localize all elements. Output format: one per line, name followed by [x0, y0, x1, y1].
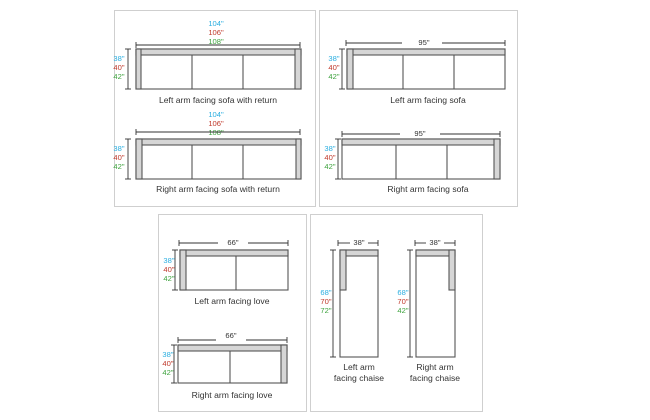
depth-label-3: 42": [328, 72, 339, 81]
caption: Left arm facing sofa: [390, 95, 466, 105]
caption-line-2: facing chaise: [410, 373, 460, 383]
length-label-2: 70": [320, 297, 331, 306]
diagram-right-arm-chaise: 38" 68" 70" 42" Right arm facing chaise: [397, 238, 460, 383]
diagram-left-arm-sofa: 95" 38" 40" 42" Left arm facing sofa: [328, 38, 506, 105]
sofa-body: [346, 48, 506, 90]
caption-line-1: Left arm: [343, 362, 375, 372]
length-label-2: 70": [397, 297, 408, 306]
caption-line-2: facing chaise: [334, 373, 384, 383]
depth-label-2: 40": [324, 153, 335, 162]
depth-label-2: 40": [163, 265, 174, 274]
love-body: [179, 249, 289, 291]
depth-label-1: 38": [113, 144, 124, 153]
sofa-body: [341, 138, 501, 180]
length-label-1: 68": [397, 288, 408, 297]
love-arm-left: [179, 249, 187, 291]
sofa-back: [341, 138, 501, 146]
depth-label-3: 42": [324, 162, 335, 171]
width-label: 38": [353, 238, 364, 247]
width-label-3: 108": [208, 37, 224, 46]
chaise-arm-right: [448, 249, 456, 291]
sofa-arm-left: [135, 48, 142, 90]
sofa-back: [346, 48, 506, 56]
caption: Left arm facing sofa with return: [159, 95, 277, 105]
depth-label-3: 42": [113, 162, 124, 171]
width-label-1: 104": [208, 19, 224, 28]
diagram-right-arm-love: 66" 38" 40" 42" Right arm facing love: [162, 331, 288, 400]
depth-label-2: 40": [162, 359, 173, 368]
sofa-return: [135, 138, 143, 180]
chaise-arm-left: [339, 249, 347, 291]
depth-label-1: 38": [324, 144, 335, 153]
length-label-3: 72": [320, 306, 331, 315]
sofa-body: [135, 48, 302, 90]
diagram-left-arm-love: 66" 38" 40" 42" Left arm facing love: [163, 238, 289, 306]
caption: Right arm facing love: [192, 390, 273, 400]
depth-label-1: 38": [328, 54, 339, 63]
sofa-arm-left: [346, 48, 354, 90]
love-back: [179, 249, 289, 257]
diagram-right-arm-sofa-with-return: 104" 106" 108" 38" 40" 42" Right arm fac…: [113, 110, 302, 194]
depth-label-1: 38": [113, 54, 124, 63]
caption: Right arm facing sofa with return: [156, 184, 280, 194]
width-label-2: 106": [208, 28, 224, 37]
depth-label-1: 38": [162, 350, 173, 359]
sofa-arm-right: [493, 138, 501, 180]
width-label-1: 104": [208, 110, 224, 119]
depth-label-3: 42": [113, 72, 124, 81]
width-label-2: 106": [208, 119, 224, 128]
length-label-1: 68": [320, 288, 331, 297]
depth-label-3: 42": [163, 274, 174, 283]
width-label: 66": [225, 331, 236, 340]
love-arm-right: [280, 344, 288, 384]
sofa-return: [294, 48, 302, 90]
caption: Left arm facing love: [195, 296, 270, 306]
sofa-back: [135, 138, 302, 146]
love-back: [177, 344, 288, 352]
depth-label-3: 42": [162, 368, 173, 377]
width-label: 38": [429, 238, 440, 247]
sofa-arm-right: [295, 138, 302, 180]
width-label: 95": [414, 129, 425, 138]
sofa-back: [135, 48, 302, 56]
diagram-left-arm-sofa-with-return: 104" 106" 108" 38" 40" 42" Left arm faci…: [113, 19, 302, 105]
caption-line-1: Right arm: [416, 362, 453, 372]
width-label-3: 108": [208, 128, 224, 137]
diagram-left-arm-chaise: 38" 68" 70" 72" Left arm facing chaise: [320, 238, 384, 383]
depth-label-1: 38": [163, 256, 174, 265]
sofa-body: [135, 138, 302, 180]
depth-label-2: 40": [113, 63, 124, 72]
depth-label-2: 40": [113, 153, 124, 162]
width-label: 95": [418, 38, 429, 47]
depth-label-2: 40": [328, 63, 339, 72]
length-label-3: 42": [397, 306, 408, 315]
diagram-right-arm-sofa: 95" 38" 40" 42" Right arm facing sofa: [324, 129, 501, 194]
width-label: 66": [227, 238, 238, 247]
caption: Right arm facing sofa: [387, 184, 468, 194]
